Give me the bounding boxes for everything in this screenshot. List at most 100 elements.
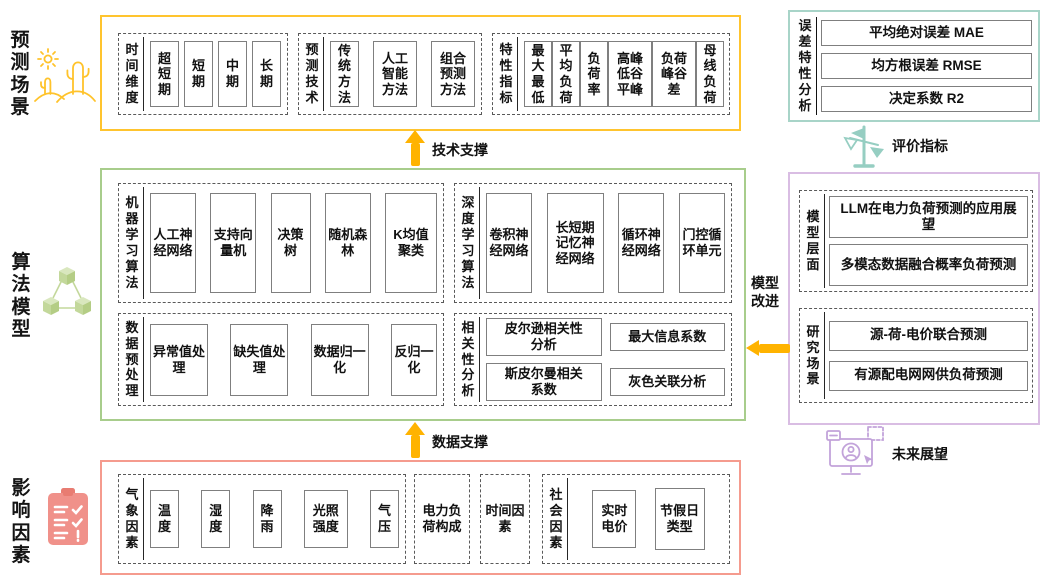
item-ann: 人工神经网络	[150, 193, 196, 293]
time-factor-box: 时间因素	[480, 474, 530, 564]
item-mae: 平均绝对误差 MAE	[821, 20, 1032, 46]
item-short-term: 短期	[184, 41, 213, 107]
item-illumination: 光照强度	[303, 490, 348, 548]
evaluation-label: 评价指标	[892, 138, 948, 154]
item-ai-method: 人工智能方法	[373, 41, 417, 107]
item-denormalization: 反归一化	[390, 323, 437, 396]
item-gru: 门控循环单元	[678, 193, 725, 293]
group-label: 机器学习算法	[125, 195, 139, 290]
group-label: 模型层面	[806, 209, 820, 272]
item-peak-valley-flat: 高峰低谷平峰	[608, 41, 652, 107]
label-divider	[143, 317, 144, 402]
item-rmse: 均方根误差 RMSE	[821, 53, 1032, 79]
item-pearson: 皮尔逊相关性分析	[486, 318, 602, 356]
label-divider	[323, 37, 324, 111]
group-label: 社会因素	[549, 487, 563, 550]
item-traditional-method: 传统方法	[330, 41, 359, 107]
item-multimodal-fusion: 多模态数据融合概率负荷预测	[829, 244, 1028, 286]
group-label: 时间维度	[125, 42, 139, 105]
item-svm: 支持向量机	[210, 193, 257, 293]
group-label: 预测技术	[305, 42, 319, 105]
label-divider	[816, 17, 817, 115]
model-improve-label: 模型改进	[751, 275, 779, 310]
item-r2: 决定系数 R2	[821, 86, 1032, 112]
label-divider	[143, 478, 144, 560]
group-label: 研究场景	[806, 323, 820, 387]
correlation-analysis-group: 相关性分析 皮尔逊相关性分析 最大信息系数 斯皮尔曼相关系数 灰色关联分析	[454, 313, 732, 406]
algorithm-box: 机器学习算法 人工神经网络 支持向量机 决策树 随机森林 K均值聚类 深度学习算…	[100, 168, 746, 421]
machine-learning-group: 机器学习算法 人工神经网络 支持向量机 决策树 随机森林 K均值聚类	[118, 183, 444, 303]
item-average-load: 平均负荷	[552, 41, 580, 107]
item-mid-term: 中期	[218, 41, 247, 107]
item-max-min: 最大最低	[524, 41, 552, 107]
error-analysis-box: 误差特性分析 平均绝对误差 MAE 均方根误差 RMSE 决定系数 R2	[788, 10, 1040, 122]
desert-icon	[33, 47, 97, 107]
item-temperature: 温度	[150, 490, 179, 548]
label-divider	[824, 312, 825, 399]
label-divider	[143, 187, 144, 299]
label-divider	[824, 194, 825, 288]
label-divider	[479, 187, 480, 299]
label-divider	[479, 317, 480, 402]
section-label-scenario: 预测场景	[10, 30, 30, 119]
future-outlook-label: 未来展望	[892, 446, 948, 462]
scenario-box: 时间维度 超短期 短期 中期 长期 预测技术 传统方法 人工智能方法 组合预测方…	[100, 15, 741, 131]
item-load-rate: 负荷率	[580, 41, 608, 107]
research-scenario-group: 研究场景 源-荷-电价联合预测 有源配电网网供负荷预测	[799, 308, 1033, 403]
tech-support-label: 技术支撑	[432, 142, 488, 158]
time-dimension-group: 时间维度 超短期 短期 中期 长期	[118, 33, 288, 115]
power-load-composition-box: 电力负荷构成	[414, 474, 470, 564]
group-label: 误差特性分析	[798, 18, 812, 113]
item-air-pressure: 气压	[370, 490, 399, 548]
item-realtime-price: 实时电价	[592, 490, 637, 548]
group-label: 相关性分析	[461, 319, 475, 399]
item-peak-valley-diff: 负荷峰谷差	[652, 41, 696, 107]
item-lstm: 长短期记忆神经网络	[546, 193, 604, 293]
tech-support-arrow	[404, 130, 426, 166]
section-label-algorithm: 算法模型	[11, 252, 31, 341]
label-divider	[567, 478, 568, 560]
forecast-technique-group: 预测技术 传统方法 人工智能方法 组合预测方法	[298, 33, 482, 115]
item-grey-relation: 灰色关联分析	[609, 368, 725, 396]
characteristic-index-group: 特性指标 最大最低 平均负荷 负荷率 高峰低谷平峰 负荷峰谷差 母线负荷	[492, 33, 730, 115]
label-divider	[517, 37, 518, 111]
item-decision-tree: 决策树	[270, 193, 311, 293]
item-combined-method: 组合预测方法	[431, 41, 475, 107]
deep-learning-group: 深度学习算法 卷积神经网络 长短期记忆神经网络 循环神经网络 门控循环单元	[454, 183, 732, 303]
item-holiday-type: 节假日类型	[654, 488, 705, 550]
clipboard-checklist-icon	[44, 487, 92, 547]
factors-box: 气象因素 温度 湿度 降雨 光照强度 气压 电力负荷构成 时间因素 社会因素 实…	[100, 460, 741, 575]
data-preprocess-group: 数据预处理 异常值处理 缺失值处理 数据归一化 反归一化	[118, 313, 444, 406]
item-rainfall: 降雨	[252, 490, 282, 548]
item-random-forest: 随机森林	[324, 193, 371, 293]
item-outlier-handling: 异常值处理	[150, 323, 208, 396]
item-spearman: 斯皮尔曼相关系数	[486, 363, 602, 401]
item-cnn: 卷积神经网络	[486, 193, 532, 293]
data-support-label: 数据支撑	[432, 434, 488, 450]
future-monitor-icon	[826, 426, 886, 480]
label-divider	[143, 37, 144, 111]
data-support-arrow	[404, 422, 426, 458]
group-label: 深度学习算法	[461, 195, 475, 290]
item-humidity: 湿度	[201, 490, 231, 548]
group-label: 气象因素	[125, 487, 139, 550]
group-label: 特性指标	[499, 42, 513, 105]
item-kmeans: K均值聚类	[385, 193, 437, 293]
group-label: 数据预处理	[125, 319, 139, 399]
item-normalization: 数据归一化	[310, 323, 369, 396]
item-active-distribution-load: 有源配电网网供负荷预测	[829, 360, 1028, 391]
model-level-group: 模型层面 LLM在电力负荷预测的应用展望 多模态数据融合概率负荷预测	[799, 190, 1033, 292]
scale-icon	[842, 124, 886, 170]
item-ultra-short-term: 超短期	[150, 41, 179, 107]
cubes-network-icon	[40, 264, 94, 332]
item-mic: 最大信息系数	[609, 323, 725, 351]
social-factors-group: 社会因素 实时电价 节假日类型	[542, 474, 730, 564]
item-bus-load: 母线负荷	[696, 41, 724, 107]
item-rnn: 循环神经网络	[618, 193, 665, 293]
weather-factors-group: 气象因素 温度 湿度 降雨 光照强度 气压	[118, 474, 406, 564]
item-source-load-price: 源-荷-电价联合预测	[829, 320, 1028, 351]
model-improve-arrow	[746, 340, 790, 356]
item-missing-value: 缺失值处理	[230, 323, 289, 396]
model-improvement-box: 模型层面 LLM在电力负荷预测的应用展望 多模态数据融合概率负荷预测 研究场景 …	[788, 172, 1040, 425]
